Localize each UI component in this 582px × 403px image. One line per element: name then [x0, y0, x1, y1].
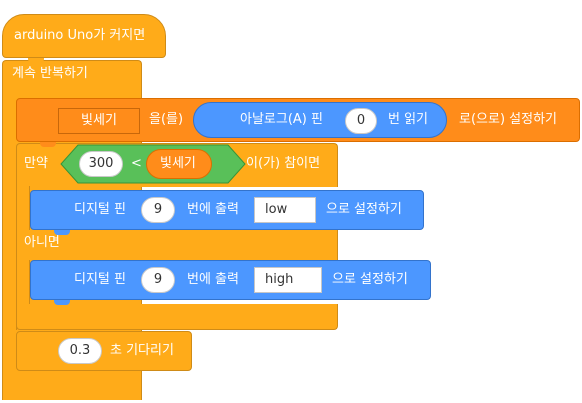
forever-label: 계속 반복하기: [12, 66, 88, 81]
wait-label: 초 기다리기: [110, 343, 174, 358]
digital-write-high-prefix: 디지털 핀: [74, 272, 126, 287]
digital-write-block-high[interactable]: [30, 260, 431, 300]
variable-dropdown[interactable]: 빛세기: [58, 108, 140, 134]
notch-hat: [28, 58, 44, 63]
output-value-dropdown-low[interactable]: low: [254, 197, 316, 223]
notch-set-var: [40, 142, 56, 147]
digital-write-high-suffix: 으로 설정하기: [332, 272, 408, 287]
else-divider-bar: [16, 230, 338, 260]
notch-digital-low: [54, 230, 70, 235]
forever-body-bg: [2, 88, 342, 89]
notch-digital-high: [54, 300, 70, 305]
if-then-suffix: 이(가) 참이면: [246, 156, 321, 171]
set-var-suffix: 로(으로) 설정하기: [459, 112, 557, 127]
wait-seconds-input[interactable]: 0.3: [58, 338, 102, 364]
digital-write-block-low[interactable]: [30, 190, 424, 230]
analog-read-suffix: 번 읽기: [388, 112, 429, 127]
if-label: 만약: [24, 156, 48, 171]
digital-write-low-middle: 번에 출력: [187, 202, 239, 217]
when-board-connected-hat[interactable]: [2, 14, 166, 58]
output-value-dropdown-high[interactable]: high: [254, 267, 322, 293]
analog-pin-input[interactable]: 0: [345, 108, 377, 134]
digital-write-low-prefix: 디지털 핀: [74, 202, 126, 217]
if-else-bottom-bar: [16, 304, 338, 330]
compare-right-variable-label: 빛세기: [160, 156, 196, 171]
set-var-particle: 을(를): [149, 112, 184, 127]
compare-left-input[interactable]: 300: [79, 151, 123, 177]
digital-pin-input-high[interactable]: 9: [141, 267, 175, 293]
else-label: 아니면: [24, 235, 60, 250]
digital-write-low-suffix: 으로 설정하기: [326, 202, 402, 217]
compare-right-variable[interactable]: [146, 149, 212, 179]
hat-label: arduino Uno가 커지면: [14, 28, 146, 43]
compare-operator: <: [131, 156, 142, 171]
wait-block[interactable]: [16, 331, 192, 371]
digital-pin-input-low[interactable]: 9: [141, 197, 175, 223]
analog-read-prefix: 아날로그(A) 핀: [240, 112, 323, 127]
analog-read-reporter[interactable]: [193, 102, 447, 138]
digital-write-high-middle: 번에 출력: [187, 272, 239, 287]
